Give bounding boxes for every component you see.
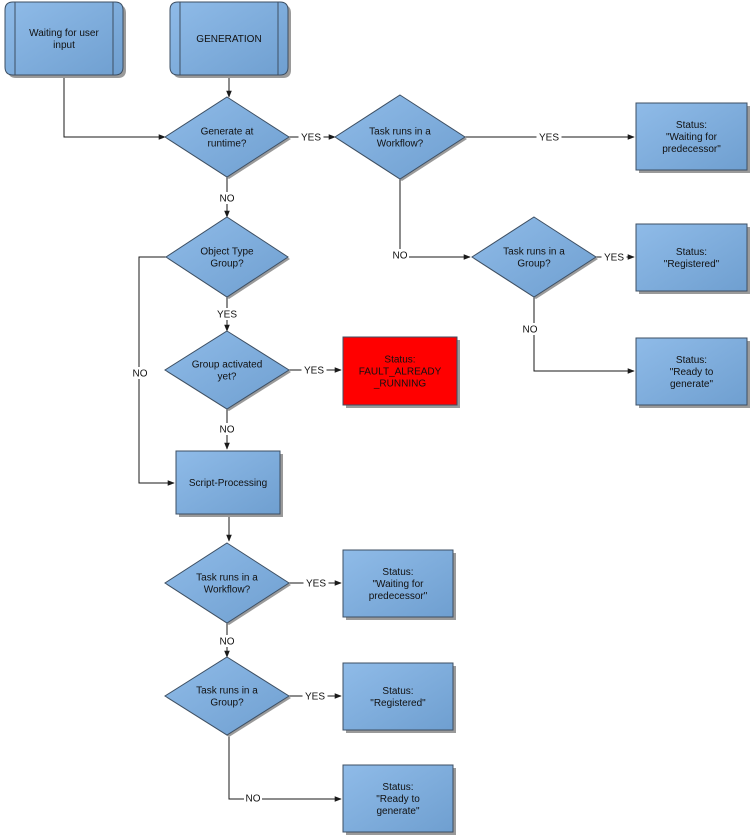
decision-diamond xyxy=(165,216,289,298)
edge-label-bg xyxy=(218,635,236,647)
edge-group-top-to-ready xyxy=(533,297,635,374)
node-status-reg-bottom xyxy=(342,662,456,733)
edge-label-no: NO xyxy=(246,794,261,805)
decision-diamond xyxy=(164,96,290,178)
process-box xyxy=(175,450,281,515)
edge-label-bg xyxy=(214,308,240,320)
edge-label-bg xyxy=(298,131,324,143)
decision-diamond xyxy=(471,216,597,298)
node-group-activated xyxy=(164,330,291,411)
node-status-fault xyxy=(342,336,460,408)
edge-label-bg xyxy=(301,364,327,376)
edge-label-bg xyxy=(302,690,328,702)
terminal-box xyxy=(169,1,289,76)
process-box xyxy=(635,223,748,292)
node-status-ready-top xyxy=(635,337,750,408)
edge-label-bg xyxy=(303,577,329,589)
node-generation xyxy=(169,1,291,78)
edge-label-yes: YES xyxy=(604,253,624,264)
edge-label-no: NO xyxy=(220,425,235,436)
edge-group-bottom-to-ready xyxy=(228,735,342,802)
node-status-wait-bottom xyxy=(342,549,456,620)
node-object-type-group xyxy=(165,216,290,299)
edge-waiting-to-generate xyxy=(63,75,166,140)
edge-label-yes: YES xyxy=(217,310,237,321)
edge-label-bg xyxy=(218,423,236,435)
process-box xyxy=(635,337,748,406)
edge-label-no: NO xyxy=(220,194,235,205)
process-box xyxy=(342,662,454,731)
decision-diamond xyxy=(164,656,290,736)
edge-labels: YES YES NO YES NO NO YES NO YES NO YES NO YES NO xyxy=(131,131,627,805)
terminal-box xyxy=(4,1,124,76)
node-status-reg-top xyxy=(635,223,750,294)
edge-label-no: NO xyxy=(220,637,235,648)
process-box xyxy=(342,764,454,833)
node-label-status-reg-top: Status:"Registered" xyxy=(664,247,720,270)
edge-workflow-top-to-group-top xyxy=(399,179,471,260)
edge-label-bg xyxy=(391,249,409,261)
edge-label-yes: YES xyxy=(306,579,326,590)
node-waiting-input xyxy=(4,1,126,78)
edge-label-bg xyxy=(131,367,149,379)
edge-label-no: NO xyxy=(133,369,148,380)
edge-label-bg xyxy=(244,792,262,804)
edge-label-yes: YES xyxy=(539,133,559,144)
edge-label-bg xyxy=(218,192,236,204)
edge-label-no: NO xyxy=(523,325,538,336)
edge-label-bg xyxy=(601,251,627,263)
edge-label-yes: YES xyxy=(304,366,324,377)
decision-diamond xyxy=(164,542,290,624)
node-generate-runtime xyxy=(164,96,291,179)
process-box xyxy=(635,102,748,171)
node-workflow-top xyxy=(334,94,467,181)
node-label-generation: GENERATION xyxy=(196,34,261,45)
decision-diamond xyxy=(164,330,290,410)
fault-box xyxy=(342,336,458,406)
node-workflow-bottom xyxy=(164,542,291,625)
node-status-ready-bottom xyxy=(342,764,456,835)
edge-label-bg xyxy=(521,323,539,335)
node-status-wait-top xyxy=(635,102,750,173)
edge-label-no: NO xyxy=(393,251,408,262)
node-group-bottom xyxy=(164,656,291,737)
node-label-script-processing: Script-Processing xyxy=(189,478,267,489)
process-box xyxy=(342,549,454,618)
node-label-status-fault: Status:FAULT_ALREADY_RUNNING xyxy=(359,355,442,390)
node-label-status-reg-bottom: Status:"Registered" xyxy=(370,686,426,709)
edge-label-bg xyxy=(536,131,562,143)
edge-label-yes: YES xyxy=(305,692,325,703)
decision-diamond xyxy=(334,94,466,180)
node-script-processing xyxy=(175,450,283,517)
edge-label-yes: YES xyxy=(301,133,321,144)
node-group-top xyxy=(471,216,598,299)
